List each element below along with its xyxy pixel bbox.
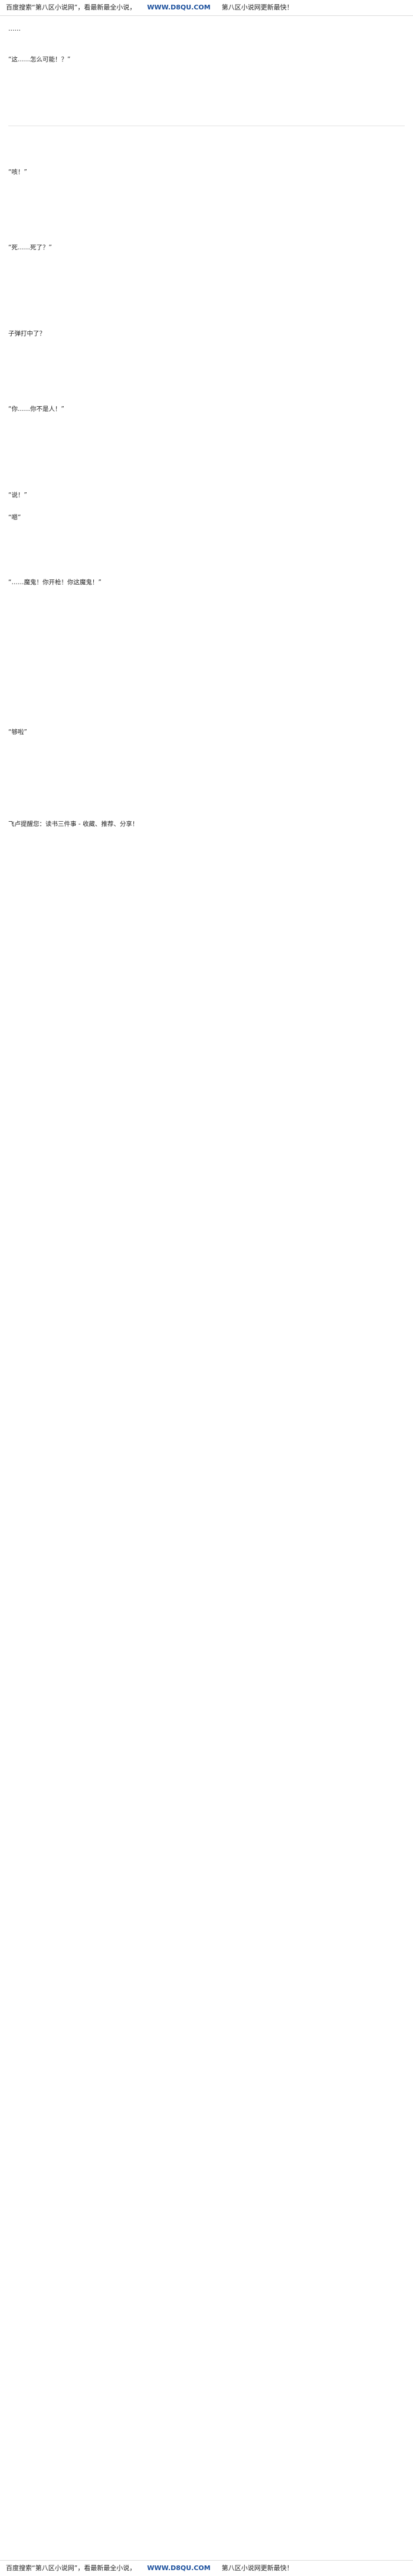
paragraph: “死……死了？” [8,244,52,251]
end-notes: 飞卢提醒您：读书三件事 - 收藏、推荐、分享！ [8,819,405,829]
bottom-banner-search-text: 百度搜索“第八区小说网”，看最新最全小说， [6,2564,136,2572]
paragraph: “……魔鬼！你开枪！你这魔鬼！” [8,579,101,586]
top-banner-search-text: 百度搜索“第八区小说网”，看最新最全小说， [6,4,136,11]
chapter-content: …… “这……怎么可能！？” “咳！” “死……死了？” 子弹打中了？ “你……… [0,16,413,829]
reminder-note: 飞卢提醒您：读书三件事 - 收藏、推荐、分享！ [8,821,139,828]
top-banner: 百度搜索“第八区小说网”，看最新最全小说， WWW.D8QU.COM 第八区小说… [0,0,413,16]
paragraph: “这……怎么可能！？” [8,56,71,63]
paragraph: “你……你不是人！” [8,406,64,413]
bottom-banner: 百度搜索“第八区小说网”，看最新最全小说， WWW.D8QU.COM 第八区小说… [0,2560,413,2576]
bottom-banner-site-link[interactable]: WWW.D8QU.COM [147,2564,211,2572]
paragraph: “够啦” [8,729,27,736]
top-banner-suffix: 第八区小说网更新最快！ [221,4,293,11]
paragraph: “说！” [8,492,27,499]
paragraph: 子弹打中了？ [8,330,45,337]
paragraph: …… [8,25,21,32]
paragraph: “嗯” [8,514,21,521]
top-banner-site-link[interactable]: WWW.D8QU.COM [147,4,211,11]
paragraph: “咳！” [8,169,27,176]
bottom-banner-suffix: 第八区小说网更新最快！ [221,2564,293,2572]
